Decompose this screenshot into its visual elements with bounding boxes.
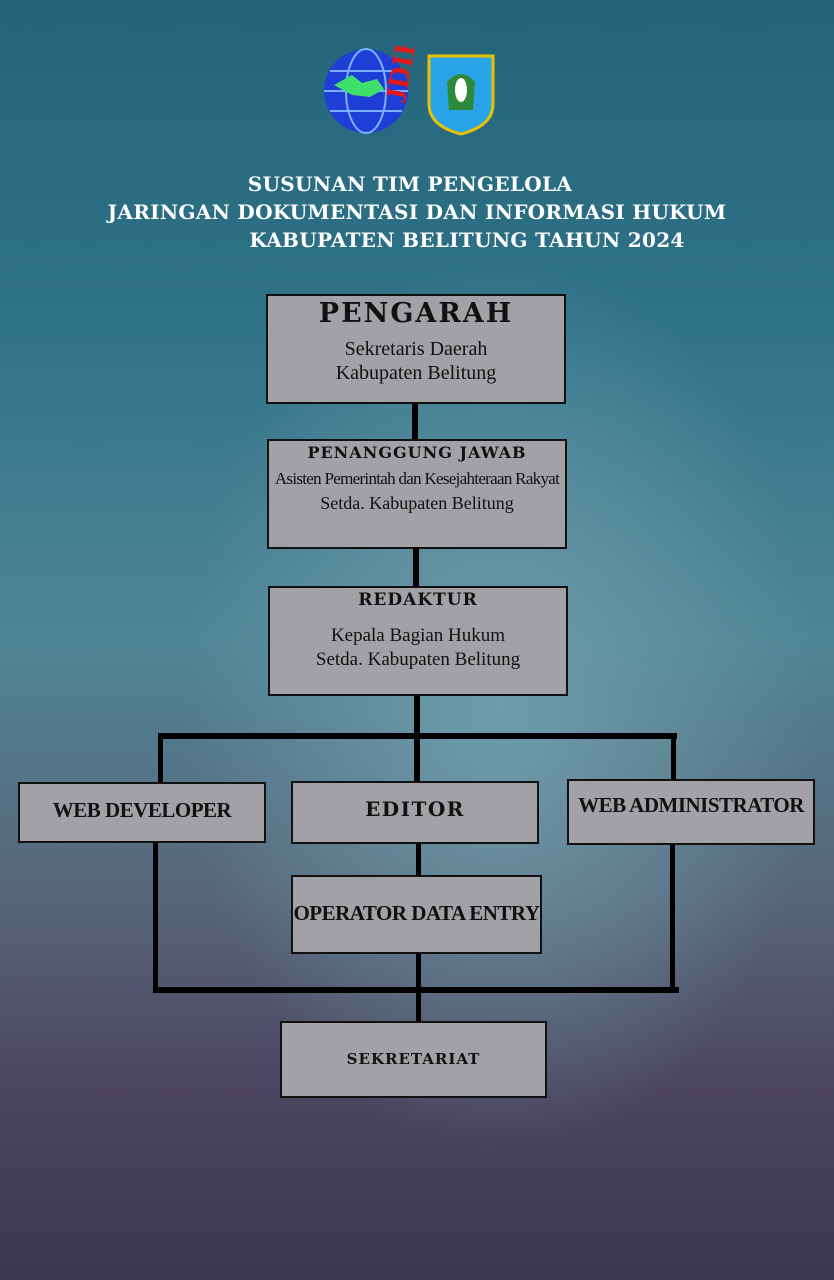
- web-developer-box: WEB DEVELOPER: [18, 782, 266, 843]
- penanggung-line-2: Setda. Kabupaten Belitung: [320, 493, 514, 513]
- web-administrator-box: WEB ADMINISTRATOR: [567, 779, 815, 845]
- connector: [671, 733, 676, 780]
- title-line-2: JARINGAN DOKUMENTASI DAN INFORMASI HUKUM: [107, 200, 727, 224]
- connector: [412, 404, 418, 440]
- redaktur-heading: REDAKTUR: [358, 590, 478, 610]
- redaktur-line-2: Setda. Kabupaten Belitung: [315, 649, 521, 670]
- title-line-3: KABUPATEN BELITUNG TAHUN 2024: [249, 228, 685, 252]
- title-line-1: SUSUNAN TIM PENGELOLA: [247, 172, 573, 196]
- belitung-seal-logo: [425, 52, 497, 136]
- penanggung-line-1: Asisten Pemerintah dan Kesejahteraan Rak…: [274, 469, 560, 488]
- web-administrator-label: WEB ADMINISTRATOR: [578, 793, 804, 817]
- connector: [158, 733, 163, 783]
- redaktur-line-1: Kepala Bagian Hukum: [330, 625, 506, 646]
- connector: [413, 549, 419, 587]
- penanggung-jawab-box: PENANGGUNG JAWAB Asisten Pemerintah dan …: [267, 439, 567, 549]
- editor-label: EDITOR: [365, 797, 465, 821]
- pengarah-heading: PENGARAH: [318, 298, 514, 329]
- pengarah-line-2: Kabupaten Belitung: [335, 362, 497, 384]
- pengarah-box: PENGARAH Sekretaris Daerah Kabupaten Bel…: [266, 294, 566, 404]
- connector: [158, 733, 677, 739]
- connector: [416, 843, 421, 876]
- web-developer-label: WEB DEVELOPER: [52, 798, 232, 822]
- connector: [416, 953, 421, 1021]
- editor-box: EDITOR: [291, 781, 539, 844]
- operator-data-entry-box: OPERATOR DATA ENTRY: [291, 875, 542, 954]
- sekretariat-label: SEKRETARIAT: [346, 1050, 481, 1068]
- jdihn-logo: JDIHN: [322, 8, 428, 137]
- connector: [153, 842, 158, 992]
- connector: [414, 696, 420, 782]
- penanggung-heading: PENANGGUNG JAWAB: [307, 443, 527, 462]
- connector: [670, 844, 675, 992]
- sekretariat-box: SEKRETARIAT: [280, 1021, 547, 1098]
- pengarah-line-1: Sekretaris Daerah: [344, 338, 488, 360]
- operator-label: OPERATOR DATA ENTRY: [293, 901, 540, 925]
- redaktur-box: REDAKTUR Kepala Bagian Hukum Setda. Kabu…: [268, 586, 568, 696]
